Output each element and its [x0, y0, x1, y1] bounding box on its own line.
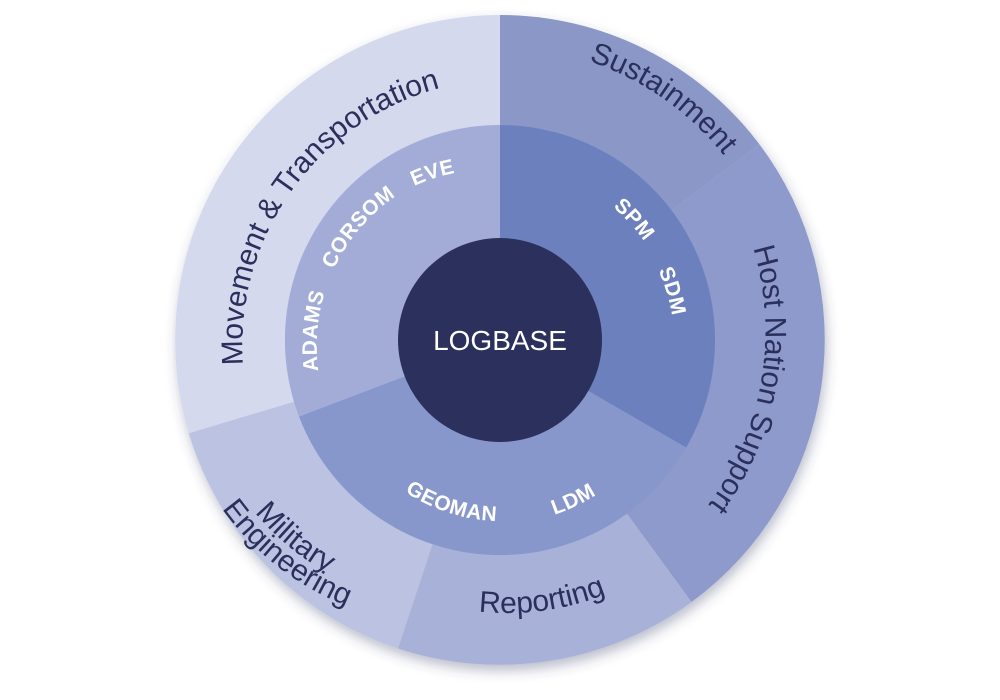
center-circle — [398, 238, 602, 442]
center-label: LOGBASE — [433, 325, 567, 356]
sector-reporting-inner — [299, 340, 687, 556]
